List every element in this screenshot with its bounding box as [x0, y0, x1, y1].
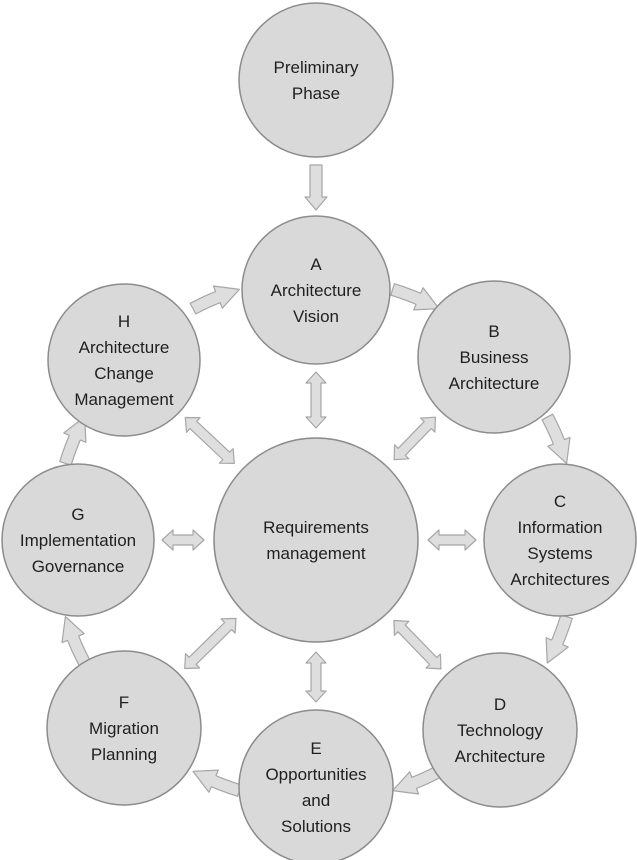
- node-b-circle: [417, 280, 571, 434]
- node-b-label-line: Architecture: [449, 374, 540, 393]
- arrow-preliminary-to-a: [304, 164, 328, 211]
- arrow-b-to-c: [541, 413, 571, 464]
- arrow-d-to-e: [392, 765, 443, 795]
- arrow-f-to-g: [61, 616, 91, 667]
- node-requirements: Requirements management: [213, 437, 419, 643]
- node-a-label-line: A: [310, 255, 322, 274]
- node-b-label-line: B: [488, 322, 499, 341]
- arrows-layer: [59, 164, 573, 797]
- arrow-c-to-d: [545, 614, 573, 664]
- node-f-label-line: F: [119, 693, 129, 712]
- arrow-a-to-b: [390, 283, 440, 311]
- arrow-e-to-f: [192, 769, 242, 797]
- node-e-label-line: E: [310, 739, 321, 758]
- node-requirements-label-line: management: [266, 544, 366, 563]
- node-f-label-line: Migration: [89, 719, 159, 738]
- node-h-label-line: Management: [74, 390, 174, 409]
- node-h-label-line: Change: [94, 364, 154, 383]
- node-c-label-line: C: [554, 492, 566, 511]
- arrow-requirements-a: [305, 371, 327, 429]
- node-preliminary-label-line: Phase: [292, 84, 340, 103]
- node-b-label-line: Business: [460, 348, 529, 367]
- node-d-circle: [422, 652, 578, 808]
- node-g-label-line: Implementation: [20, 531, 136, 550]
- node-requirements-circle: [213, 437, 419, 643]
- node-c-label-line: Systems: [527, 544, 592, 563]
- node-requirements-label-line: Requirements: [263, 518, 369, 537]
- arrow-g-to-h: [59, 416, 87, 466]
- node-h-label-line: H: [118, 312, 130, 331]
- node-preliminary-label-line: Preliminary: [273, 58, 359, 77]
- node-d-label-line: Architecture: [455, 747, 546, 766]
- node-c-label-line: Information: [517, 518, 602, 537]
- arrow-requirements-f: [184, 617, 237, 670]
- arrow-requirements-e: [305, 651, 327, 703]
- node-e-label-line: Solutions: [281, 817, 351, 836]
- node-h-circle: [47, 283, 201, 437]
- arrow-requirements-g: [161, 529, 205, 551]
- node-e-label-line: and: [302, 791, 330, 810]
- node-g-label-line: G: [71, 505, 84, 524]
- arrow-h-to-a: [189, 285, 240, 315]
- node-d-label-line: D: [494, 695, 506, 714]
- arrow-requirements-b: [393, 416, 436, 461]
- node-f-label-line: Planning: [91, 745, 157, 764]
- node-e-circle: [238, 709, 394, 860]
- node-c-circle: [483, 463, 637, 617]
- node-d-label-line: Technology: [457, 721, 544, 740]
- node-h-label-line: Architecture: [79, 338, 170, 357]
- node-c-label-line: Architectures: [510, 570, 609, 589]
- node-g-circle: [1, 463, 155, 617]
- node-a-label-line: Vision: [293, 307, 339, 326]
- arrow-requirements-h: [184, 416, 235, 464]
- node-e-label-line: Opportunities: [265, 765, 366, 784]
- node-g-label-line: Governance: [32, 557, 125, 576]
- node-f-circle: [46, 650, 202, 806]
- node-a-label-line: Architecture: [271, 281, 362, 300]
- arrow-requirements-c: [427, 529, 477, 551]
- node-a-circle: [241, 215, 391, 365]
- arrow-requirements-d: [393, 619, 442, 670]
- node-preliminary-circle: [238, 2, 394, 158]
